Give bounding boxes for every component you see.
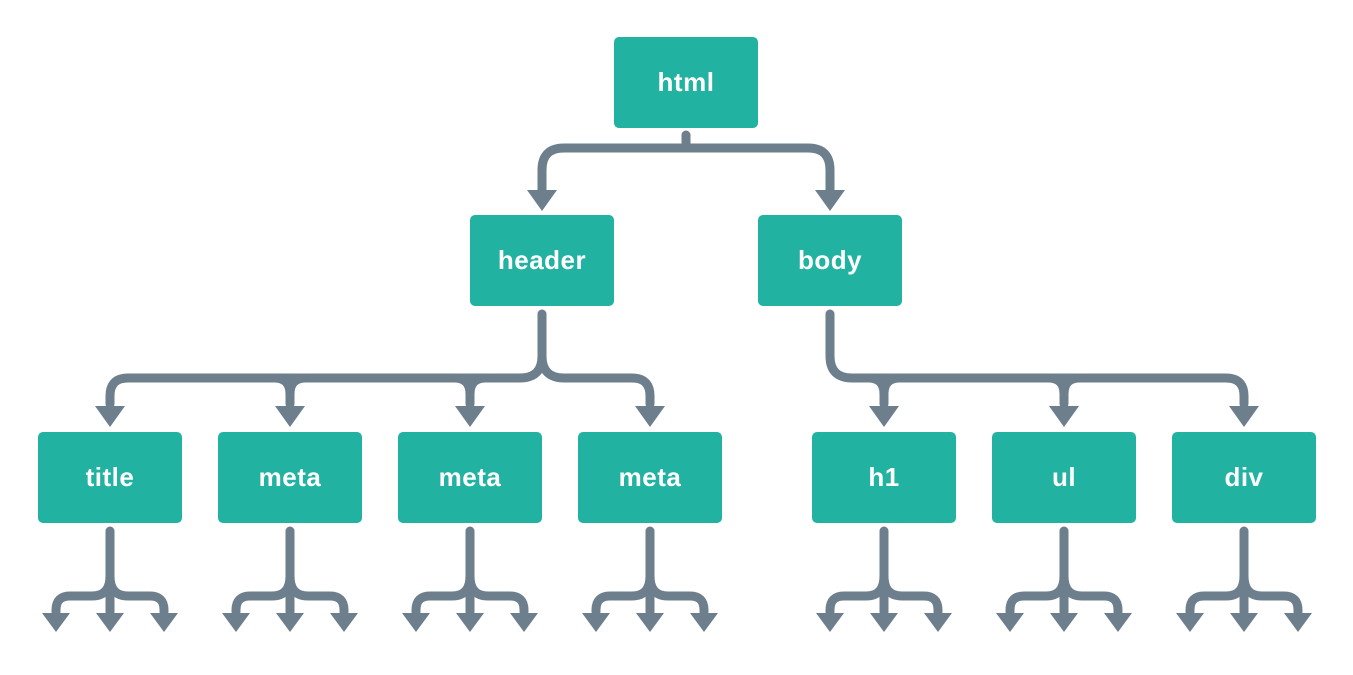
node-meta-2-label: meta: [438, 462, 502, 492]
connector-html-to-children: [527, 130, 845, 211]
node-header: header: [470, 215, 614, 306]
node-html-label: html: [657, 67, 715, 97]
node-ul-label: ul: [1051, 462, 1077, 492]
node-meta-1: meta: [218, 432, 362, 523]
node-body-label: body: [797, 245, 863, 275]
node-h1-label: h1: [868, 462, 900, 492]
connector-title-continuation: [42, 531, 178, 632]
connector-div-continuation: [1176, 531, 1312, 632]
node-meta-2: meta: [398, 432, 542, 523]
connector-meta-1-continuation: [222, 531, 358, 632]
node-div-label: div: [1224, 462, 1264, 492]
node-title-label: title: [85, 462, 135, 492]
node-meta-3: meta: [578, 432, 722, 523]
connector-meta-2-continuation: [402, 531, 538, 632]
node-html: html: [614, 37, 758, 128]
connector-ul-continuation: [996, 531, 1132, 632]
node-body: body: [758, 215, 902, 306]
connector-meta-3-continuation: [582, 531, 718, 632]
connector-header-to-children: [95, 309, 665, 427]
node-title: title: [38, 432, 182, 523]
node-meta-3-label: meta: [618, 462, 682, 492]
node-ul: ul: [992, 432, 1136, 523]
connector-h1-continuation: [816, 531, 952, 632]
node-h1: h1: [812, 432, 956, 523]
node-meta-1-label: meta: [258, 462, 322, 492]
node-header-label: header: [497, 245, 587, 275]
node-div: div: [1172, 432, 1316, 523]
connector-body-to-children: [825, 309, 1259, 427]
